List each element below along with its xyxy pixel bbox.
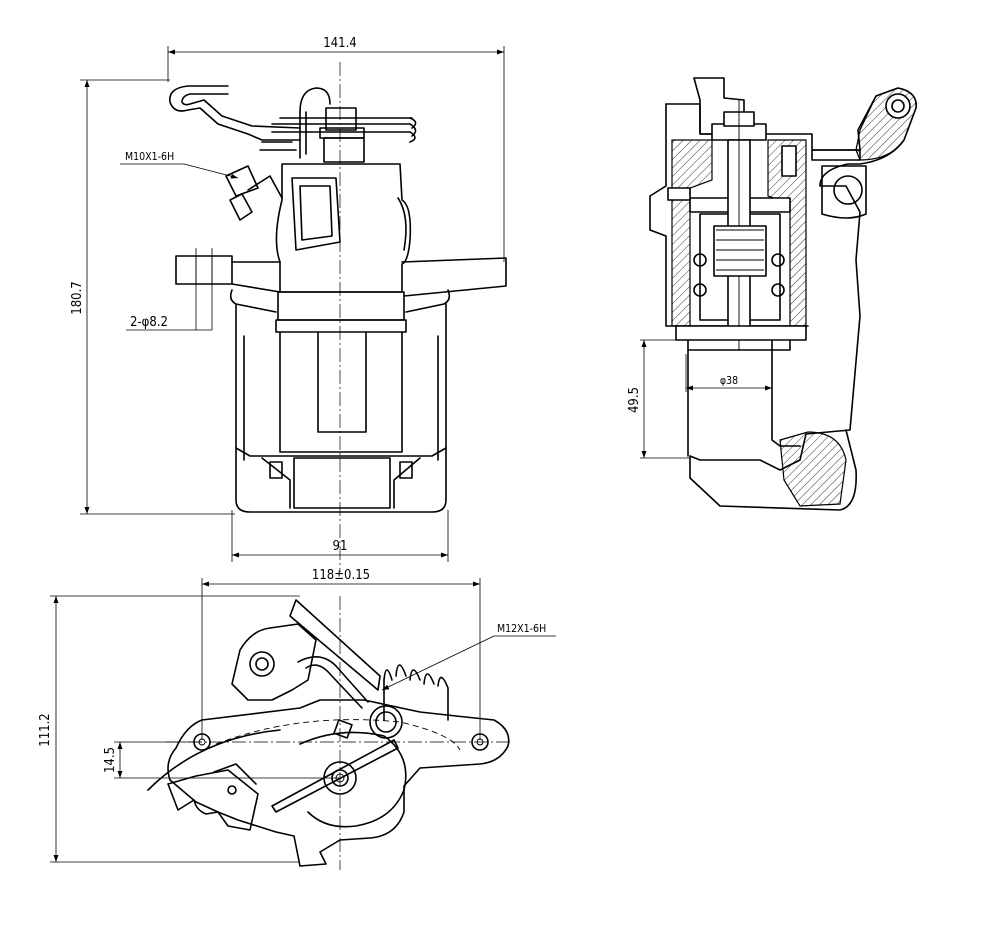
thread-label-side: M10X1-6H [125, 151, 174, 163]
piston-height: 49.5 [627, 387, 642, 413]
dim-top-width: 118±0.15 [312, 568, 370, 583]
piston-dia: φ38 [720, 375, 738, 387]
dim-front-height: 180.7 [70, 281, 85, 314]
dim-front-width: 141.4 [323, 36, 356, 51]
top-view: 118±0.15 111.2 14.5 M12X1-6H [38, 568, 556, 870]
section-view: φ38 49.5 [627, 77, 917, 511]
thread-label-top: M12X1-6H [497, 623, 546, 635]
dim-top-offset: 14.5 [103, 747, 118, 773]
holes-label: 2-φ8.2 [130, 315, 168, 330]
dim-top-height: 111.2 [38, 713, 53, 746]
front-view: 141.4 180.7 91 M10X1-6H [70, 36, 507, 572]
